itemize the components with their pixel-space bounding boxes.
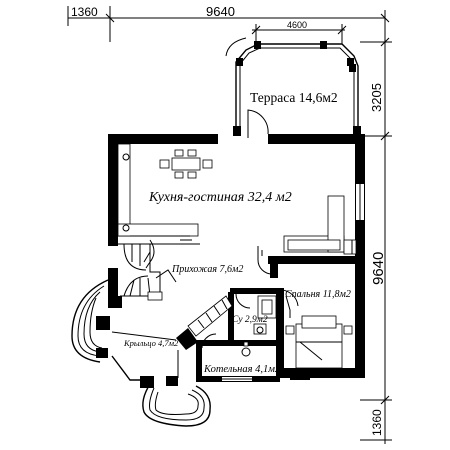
dim-top-left: 1360	[71, 5, 98, 19]
dim-right-bottom: 1360	[370, 409, 384, 436]
stairs	[120, 239, 177, 301]
room-bathroom-label: Су 2,9м2	[232, 315, 268, 325]
bathroom-fixtures	[235, 293, 277, 335]
room-kitchen-living-label: Кухня-гостиная 32,4 м2	[148, 190, 292, 205]
boiler-fixtures	[201, 333, 251, 357]
bedroom-furniture	[281, 289, 353, 369]
utility-stairs	[187, 295, 233, 337]
dim-right-terrace: 3205	[369, 83, 384, 112]
porch	[71, 279, 211, 427]
room-terrace-label: Терраса 14,6м2	[250, 90, 338, 105]
dim-right-total: 9640	[370, 252, 387, 285]
room-boiler-label: Котельная 4,1м2	[203, 364, 281, 375]
room-hallway-label: Прихожая 7,6м2	[171, 264, 243, 275]
dimension-lines	[67, 6, 392, 444]
walls	[108, 134, 365, 382]
dim-top-total: 9640	[206, 4, 235, 19]
kitchen-furniture	[117, 143, 357, 256]
dim-top-terrace: 4600	[287, 20, 307, 30]
room-porch-label: Крыльцо 4,7м2	[123, 338, 179, 348]
hallway-door	[257, 246, 273, 275]
terrace	[225, 37, 361, 136]
terrace-door	[247, 109, 269, 138]
room-bedroom-label: Спальня 11,8м2	[285, 289, 351, 300]
